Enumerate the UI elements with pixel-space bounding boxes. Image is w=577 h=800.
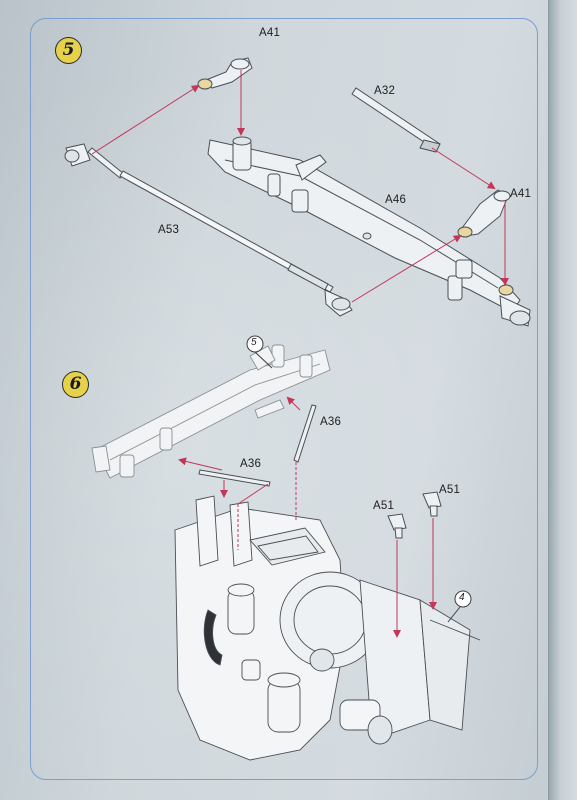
next-page-edge — [548, 0, 577, 800]
callout-circles — [246, 335, 472, 623]
engine-assembly — [174, 495, 481, 761]
step-5-badge: 5 — [55, 37, 82, 64]
part-a36-rod-horizontal — [198, 469, 271, 487]
label-a36-vertical: A36 — [320, 416, 342, 428]
step-6-badge: 6 — [62, 371, 89, 398]
step-6-arrows — [178, 396, 437, 638]
label-a53: A53 — [158, 224, 180, 236]
label-a32: A32 — [374, 85, 396, 97]
label-a46: A46 — [385, 194, 407, 206]
part-a51-clips — [387, 491, 442, 539]
label-a51-right: A51 — [439, 484, 461, 496]
ghost-axle-assembly — [91, 344, 331, 479]
part-a46-axle-beam — [207, 136, 531, 327]
callout-5-number: 5 — [251, 337, 257, 348]
page-frame — [30, 18, 538, 780]
step-5-arrows — [91, 70, 509, 303]
callout-4-number: 4 — [459, 592, 465, 603]
label-a41-top: A41 — [259, 27, 281, 39]
part-a41-steering-arm-right — [457, 189, 514, 296]
label-a36-horizontal: A36 — [240, 458, 262, 470]
part-a41-steering-arm-top — [197, 57, 253, 90]
label-a41-right: A41 — [510, 188, 532, 200]
label-a51-left: A51 — [373, 500, 395, 512]
part-a32-link — [351, 87, 441, 153]
part-a36-rod-vertical — [293, 404, 317, 463]
part-a53-tie-rod — [64, 143, 353, 317]
